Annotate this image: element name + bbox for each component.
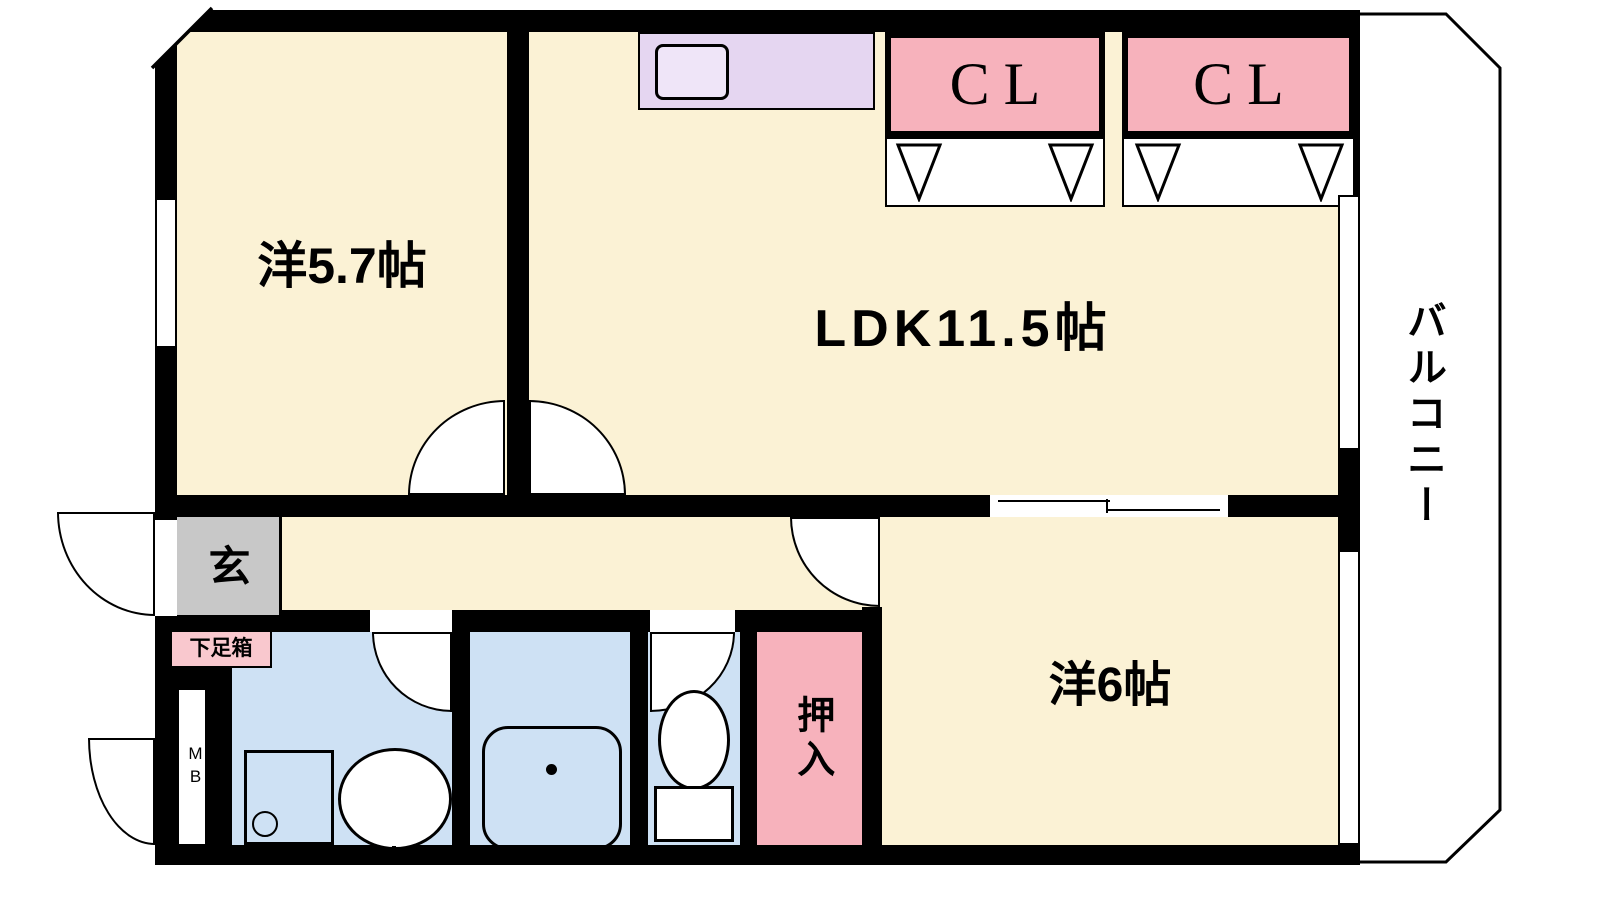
hanger-door-icon (1297, 143, 1345, 202)
wash-basin-icon (338, 748, 452, 850)
toilet-door-opening (650, 610, 735, 632)
entrance-door-opening (155, 520, 177, 616)
oshiire-closet (757, 632, 862, 845)
closet-left-label: CL (949, 51, 1055, 117)
entrance-text: 玄 (208, 543, 251, 591)
hallway (282, 517, 862, 610)
door-meter-box (88, 738, 155, 845)
oshiire-text: 押入 (790, 695, 833, 783)
entrance-label: 玄 (177, 517, 282, 618)
corner-chamfer (150, 6, 214, 70)
toilet-tank-icon (654, 786, 734, 842)
bathtub-drain-icon (546, 764, 557, 775)
closet-left-hanger-band (885, 137, 1105, 207)
entrance-genkan (177, 517, 282, 618)
kitchen-counter (638, 32, 875, 110)
closet-right-hanger-band (1122, 137, 1355, 207)
door-swing-arrow-icon (452, 614, 476, 640)
shoe-box-label: 下足箱 (189, 637, 253, 660)
wash-basin-stem (392, 846, 396, 860)
balcony-text: バルコニー (1401, 300, 1445, 530)
closet-right: CL (1122, 32, 1355, 137)
hanger-door-icon (1047, 143, 1095, 202)
room-ldk-label: LDK11.5帖 (633, 300, 1293, 360)
room-western-5-7-text: 洋5.7帖 (257, 238, 427, 294)
washer-pan-icon (244, 750, 334, 845)
room-western-6 (882, 517, 1338, 845)
window-ldk-balcony (1338, 195, 1360, 450)
window-left (155, 198, 177, 348)
oshiire-label: 押入 (789, 695, 833, 783)
door-entrance (57, 512, 155, 616)
sliding-door-line (1108, 509, 1220, 511)
sliding-door-line (998, 500, 1110, 502)
room-ldk-text: LDK11.5帖 (814, 300, 1112, 358)
hanger-door-icon (895, 143, 943, 202)
room-western-5-7-label: 洋5.7帖 (177, 238, 507, 296)
shoe-box: 下足箱 (170, 630, 272, 668)
room-western-6-text: 洋6帖 (1048, 659, 1172, 712)
room-western-6-label: 洋6帖 (882, 658, 1338, 713)
meter-box: MB (177, 688, 207, 846)
balcony-label: バルコニー (1400, 300, 1446, 530)
hanger-door-icon (1134, 143, 1182, 202)
drain-icon (252, 811, 278, 837)
kitchen-sink-icon (655, 44, 729, 100)
bathtub-icon (482, 726, 622, 850)
closet-left: CL (885, 32, 1105, 137)
meter-box-label: MB (186, 744, 205, 790)
window-western6-balcony (1338, 550, 1360, 845)
sliding-door-tick (1106, 499, 1108, 513)
washroom-door-opening (370, 610, 452, 632)
toilet-bowl-icon (658, 690, 730, 790)
closet-right-label: CL (1193, 51, 1298, 117)
sliding-door-symbol (990, 495, 1228, 517)
